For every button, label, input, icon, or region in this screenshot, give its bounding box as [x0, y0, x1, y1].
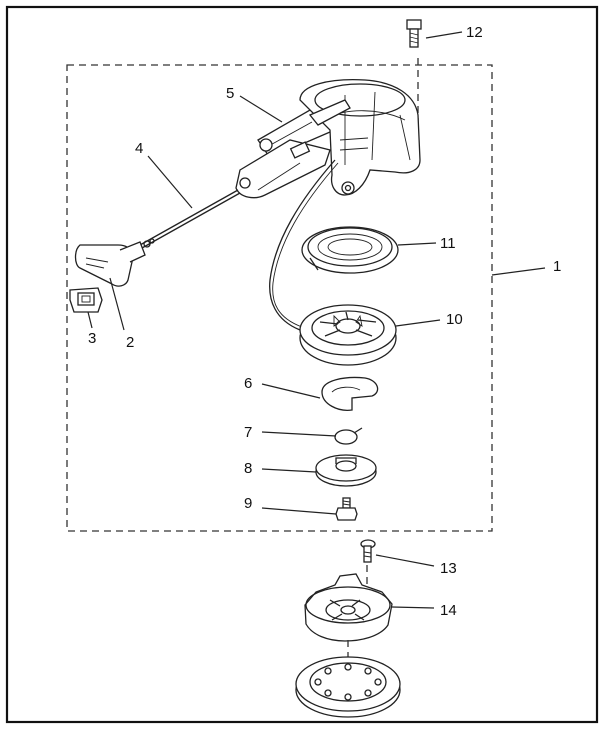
part-9-screw	[335, 497, 358, 521]
callout-13: 13	[440, 560, 457, 577]
leader-10	[395, 319, 441, 327]
callout-4: 4	[135, 140, 143, 157]
part-6-ratchet-plate	[321, 376, 379, 411]
callout-14: 14	[440, 602, 457, 619]
part-12-bolt	[406, 19, 422, 48]
leader-6	[261, 383, 321, 399]
leader-9	[261, 507, 337, 515]
callout-9: 9	[244, 495, 252, 512]
part-10-rope-reel	[299, 304, 397, 366]
callout-5: 5	[226, 85, 234, 102]
part-7-spring	[334, 427, 363, 445]
part-14-starter-cup	[304, 573, 393, 642]
leader-12	[425, 31, 463, 39]
callout-7: 7	[244, 424, 252, 441]
leader-13	[375, 554, 435, 567]
part-5-starter-housing	[257, 79, 421, 196]
flywheel-plate	[295, 640, 401, 718]
leader-1	[491, 267, 546, 276]
callout-6: 6	[244, 375, 252, 392]
callout-8: 8	[244, 460, 252, 477]
leader-11	[397, 242, 437, 246]
outer-border	[5, 5, 599, 724]
leader-8	[261, 468, 317, 473]
assembly-boundary	[66, 64, 493, 532]
leader-14	[391, 606, 435, 609]
leader-2	[109, 277, 125, 331]
callout-3: 3	[88, 330, 96, 347]
part-4-lever-and-rope	[139, 139, 339, 331]
leader-4	[147, 155, 193, 209]
part-3-rope-clip	[69, 287, 103, 313]
leader-7	[261, 431, 337, 437]
callout-2: 2	[126, 334, 134, 351]
leader-3	[87, 311, 93, 329]
part-8-friction-plate	[315, 454, 377, 487]
callout-labels: 12 5 4 11 1 10 2 3 6 7 8 9 13 14	[88, 24, 561, 619]
callout-12: 12	[466, 24, 483, 41]
callout-10: 10	[446, 311, 463, 328]
part-13-small-bolt	[360, 539, 376, 585]
part-2-starter-handle	[74, 238, 155, 287]
callout-1: 1	[553, 258, 561, 275]
leader-lines	[87, 31, 546, 609]
part-11-recoil-spring	[301, 226, 399, 274]
callout-11: 11	[440, 235, 456, 252]
leader-5	[239, 95, 283, 123]
